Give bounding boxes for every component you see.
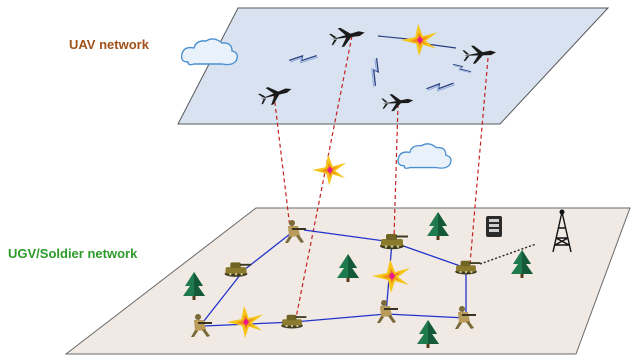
cross-layer-link: [273, 94, 291, 229]
ground-link: [385, 313, 467, 319]
ground-link: [199, 269, 245, 327]
ground-link: [303, 229, 393, 243]
wired-link: [479, 243, 537, 265]
uav-network-label: UAV network: [69, 37, 149, 52]
cross-layer-link: [393, 103, 399, 239]
ugv-network-label: UGV/Soldier network: [8, 246, 138, 261]
jamming-burst-icon: [312, 154, 347, 186]
ground-link: [293, 313, 387, 323]
uav-network-plane: [177, 7, 610, 125]
server-icon: [486, 216, 502, 237]
cross-layer-link: [295, 35, 353, 319]
ground-link: [391, 241, 467, 269]
radio-tower-icon: [552, 209, 572, 253]
cloud-icon: [397, 143, 452, 169]
ground-link: [243, 233, 291, 271]
